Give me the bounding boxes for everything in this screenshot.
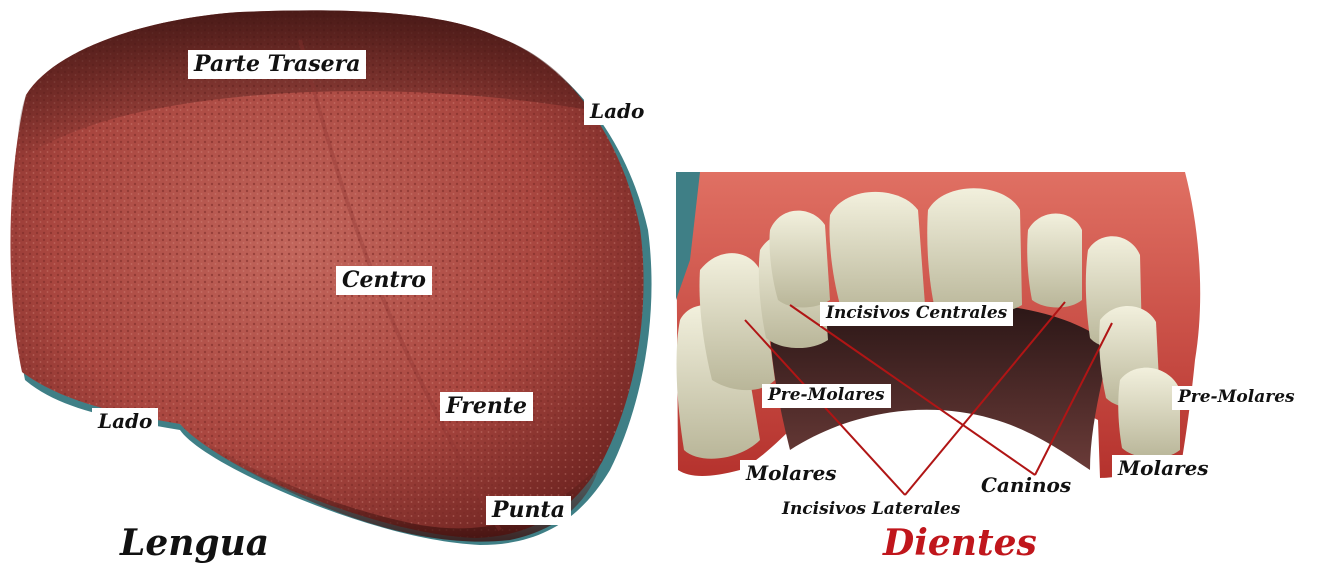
tongue-drawing	[10, 10, 651, 545]
tongue-label-back: Parte Trasera	[188, 50, 366, 79]
tongue-label-front: Frente	[440, 392, 533, 421]
right-lateral-incisor	[1027, 214, 1082, 308]
tongue-label-center: Centro	[336, 266, 432, 295]
teeth-drawing	[676, 172, 1200, 495]
teeth-label-canines: Caninos	[975, 472, 1077, 499]
tongue-label-tip: Punta	[486, 496, 571, 525]
left-central-incisor	[829, 192, 925, 315]
tongue-caption: Lengua	[120, 525, 269, 561]
right-central-incisor	[927, 188, 1022, 315]
teeth-label-molars-right: Molares	[1112, 455, 1215, 482]
teeth-label-lateral-incisors: Incisivos Laterales	[776, 498, 966, 522]
teeth-label-premolars-left: Pre-Molares	[762, 384, 891, 408]
teeth-label-molars-left: Molares	[740, 460, 843, 487]
teeth-label-central-incisors: Incisivos Centrales	[820, 302, 1013, 326]
teeth-caption: Dientes	[883, 525, 1037, 561]
left-lateral-incisor	[769, 211, 830, 308]
tongue-label-side-left: Lado	[92, 408, 158, 435]
teeth-label-premolars-right: Pre-Molares	[1172, 386, 1301, 410]
tongue-label-side-right: Lado	[584, 98, 650, 125]
right-molar	[1118, 368, 1180, 458]
